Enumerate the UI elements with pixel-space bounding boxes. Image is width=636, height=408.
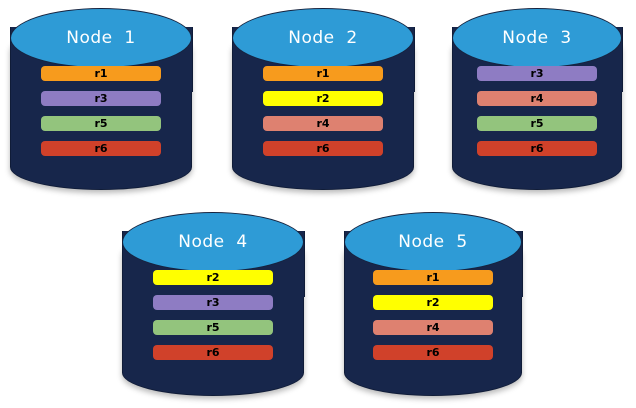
replica-list-5: r1 r2 r4 r6	[344, 270, 522, 360]
cylinder-top-ellipse-3	[452, 8, 622, 68]
replica-r6-node-5[interactable]: r6	[373, 345, 493, 360]
replica-r5-node-1[interactable]: r5	[41, 116, 161, 131]
replica-r3-node-3[interactable]: r3	[477, 66, 597, 81]
replica-r6-node-4[interactable]: r6	[153, 345, 273, 360]
replica-r4-node-2[interactable]: r4	[263, 116, 383, 131]
replica-list-1: r1 r3 r5 r6	[10, 66, 192, 156]
cylinder-top-ellipse-2	[232, 8, 414, 68]
replica-r4-node-5[interactable]: r4	[373, 320, 493, 335]
replica-r6-node-1[interactable]: r6	[41, 141, 161, 156]
cylinder-top-ellipse-4	[122, 212, 304, 272]
replica-list-2: r1 r2 r4 r6	[232, 66, 414, 156]
replica-r1-node-5[interactable]: r1	[373, 270, 493, 285]
replica-r3-node-1[interactable]: r3	[41, 91, 161, 106]
replica-r1-node-2[interactable]: r1	[263, 66, 383, 81]
replica-r5-node-4[interactable]: r5	[153, 320, 273, 335]
replica-r1-node-1[interactable]: r1	[41, 66, 161, 81]
replica-r4-node-3[interactable]: r4	[477, 91, 597, 106]
replica-r3-node-4[interactable]: r3	[153, 295, 273, 310]
replica-r6-node-3[interactable]: r6	[477, 141, 597, 156]
replica-r6-node-2[interactable]: r6	[263, 141, 383, 156]
replica-list-4: r2 r3 r5 r6	[122, 270, 304, 360]
replica-r2-node-4[interactable]: r2	[153, 270, 273, 285]
cylinder-top-ellipse-1	[10, 8, 192, 68]
replica-r2-node-2[interactable]: r2	[263, 91, 383, 106]
replica-r2-node-5[interactable]: r2	[373, 295, 493, 310]
replica-list-3: r3 r4 r5 r6	[452, 66, 622, 156]
replica-r5-node-3[interactable]: r5	[477, 116, 597, 131]
cylinder-top-ellipse-5	[344, 212, 522, 272]
